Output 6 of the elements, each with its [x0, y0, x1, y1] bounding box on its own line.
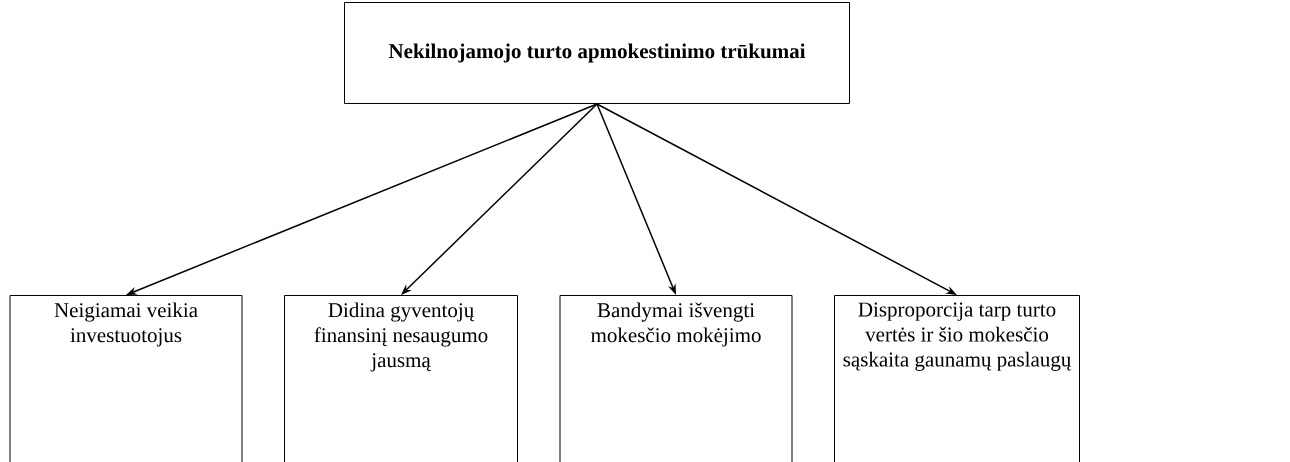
effect-box: Didina gyventojų finansinį nesaugumo jausmą — [284, 295, 518, 462]
effect-box: Bandymai išvengti mokesčio mokėjimo — [559, 295, 793, 462]
effect-box: Disproporcija tarp turto vertės ir šio mokesčio sąskaita gaunamų paslaugų — [834, 295, 1080, 462]
arrow — [401, 103, 598, 295]
title-box: Nekilnojamojo turto apmokestinimo trūkumai — [344, 2, 850, 104]
effect-box: Neigiamai veikia investuotojus — [9, 295, 243, 462]
